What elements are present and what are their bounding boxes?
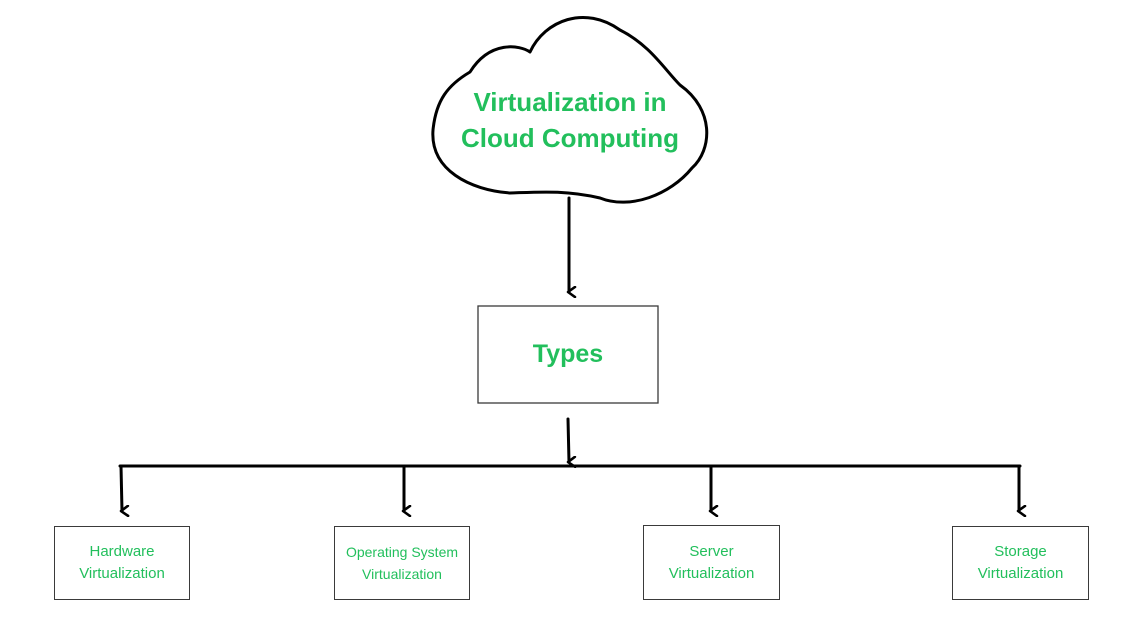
types-to-branch-arrow — [566, 417, 569, 462]
branch-arrow-hardware — [119, 464, 122, 511]
leaf-server-virtualization: Server Virtualization — [643, 525, 780, 600]
leaf-operating-system-virtualization: Operating System Virtualization — [334, 526, 470, 600]
leaf-hardware-virtualization: Hardware Virtualization — [54, 526, 190, 600]
cloud-shape — [431, 15, 709, 204]
leaf-storage-virtualization: Storage Virtualization — [952, 526, 1089, 600]
root-title: Virtualization in Cloud Computing — [460, 87, 680, 153]
types-label: Types — [532, 340, 604, 368]
types-box — [477, 305, 659, 404]
